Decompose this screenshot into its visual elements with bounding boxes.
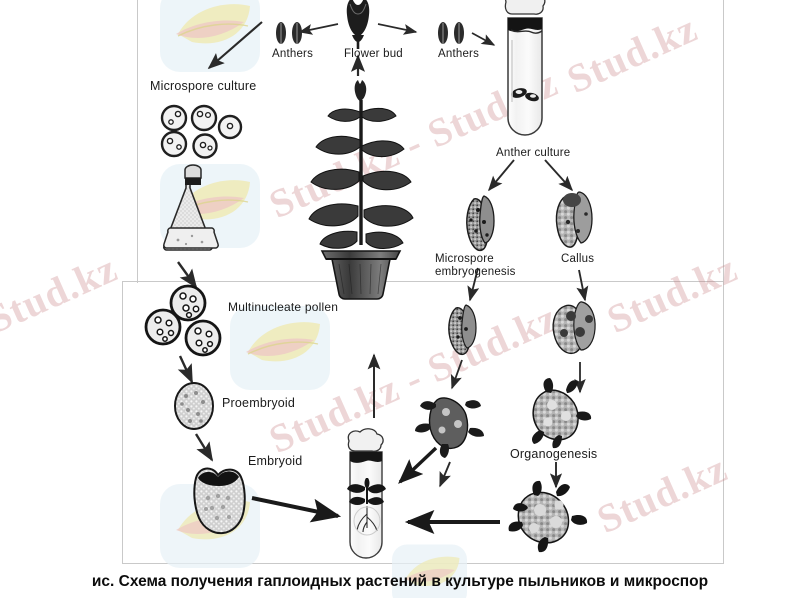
- label-anthers-left: Anthers: [272, 48, 314, 60]
- multinucleate-pollen-illustration: [144, 284, 222, 357]
- plantlet-tube-illustration: [347, 428, 386, 559]
- label-callus: Callus: [561, 253, 595, 265]
- label-multinucleate-pollen: Multinucleate pollen: [228, 300, 339, 314]
- microspore-embryogenesis-illustration: [466, 195, 495, 252]
- callus-illustration: [555, 191, 593, 248]
- arrow-bud-to-anthers-right: [377, 23, 418, 35]
- label-proembryoid: Proembryoid: [222, 396, 296, 410]
- arrow-embryo-mass-down: [450, 359, 463, 390]
- label-organogenesis: Organogenesis: [510, 447, 598, 461]
- arrow-flask-to-pollen: [177, 261, 198, 289]
- proembryoid-illustration: [174, 382, 214, 430]
- regenerating-shoots-illustration: [508, 480, 588, 553]
- embryoid-illustration: [193, 467, 246, 535]
- arrow-embryogenesis-down: [467, 267, 480, 302]
- label-microspore-culture: Microspore culture: [150, 79, 257, 93]
- figure-caption: ис. Схема получения гаплоидных растений …: [91, 573, 709, 590]
- label-embryoid: Embryoid: [248, 454, 303, 468]
- label-flower-bud: Flower bud: [344, 48, 403, 60]
- embryo-clump-illustration: [415, 397, 484, 458]
- arrow-embryo-clump-to-plantlet: [439, 461, 451, 488]
- potted-plant-illustration: [308, 80, 414, 300]
- arrow-anther-culture-to-callus: [544, 159, 574, 192]
- anther-culture-tube-illustration: [504, 0, 546, 136]
- arrow-clump-to-tube: [398, 446, 438, 484]
- callus-mass-illustration: [552, 301, 596, 355]
- figure-frame-upper: [137, 0, 724, 283]
- label-anther-culture: Anther culture: [496, 147, 571, 159]
- microspore-embryo-mass-illustration: [448, 304, 477, 356]
- arrow-anther-culture-to-microspore-embryogenesis: [488, 159, 515, 192]
- flower-bud-illustration: [346, 0, 370, 49]
- anthers-left-illustration: [276, 22, 302, 44]
- arrow-proembryoid-to-embryoid: [194, 433, 214, 462]
- erlenmeyer-flask-illustration: [163, 164, 219, 251]
- arrow-anthers-to-microspore-culture: [207, 21, 263, 70]
- arrow-callus-down: [576, 269, 589, 302]
- arrow-bud-to-anthers-left: [298, 23, 339, 35]
- microspore-cells-illustration: [160, 104, 243, 159]
- label-anthers-right: Anthers: [438, 48, 480, 60]
- organogenesis-callus-illustration: [532, 378, 592, 449]
- label-microspore-embryogenesis: Microspore embryogenesis: [435, 253, 516, 278]
- anthers-right-illustration: [438, 22, 464, 44]
- arrow-pollen-to-proembryoid: [177, 355, 194, 384]
- arrow-embryoid-to-plantlet: [251, 496, 342, 523]
- arrow-anthers-to-anther-culture: [471, 32, 496, 46]
